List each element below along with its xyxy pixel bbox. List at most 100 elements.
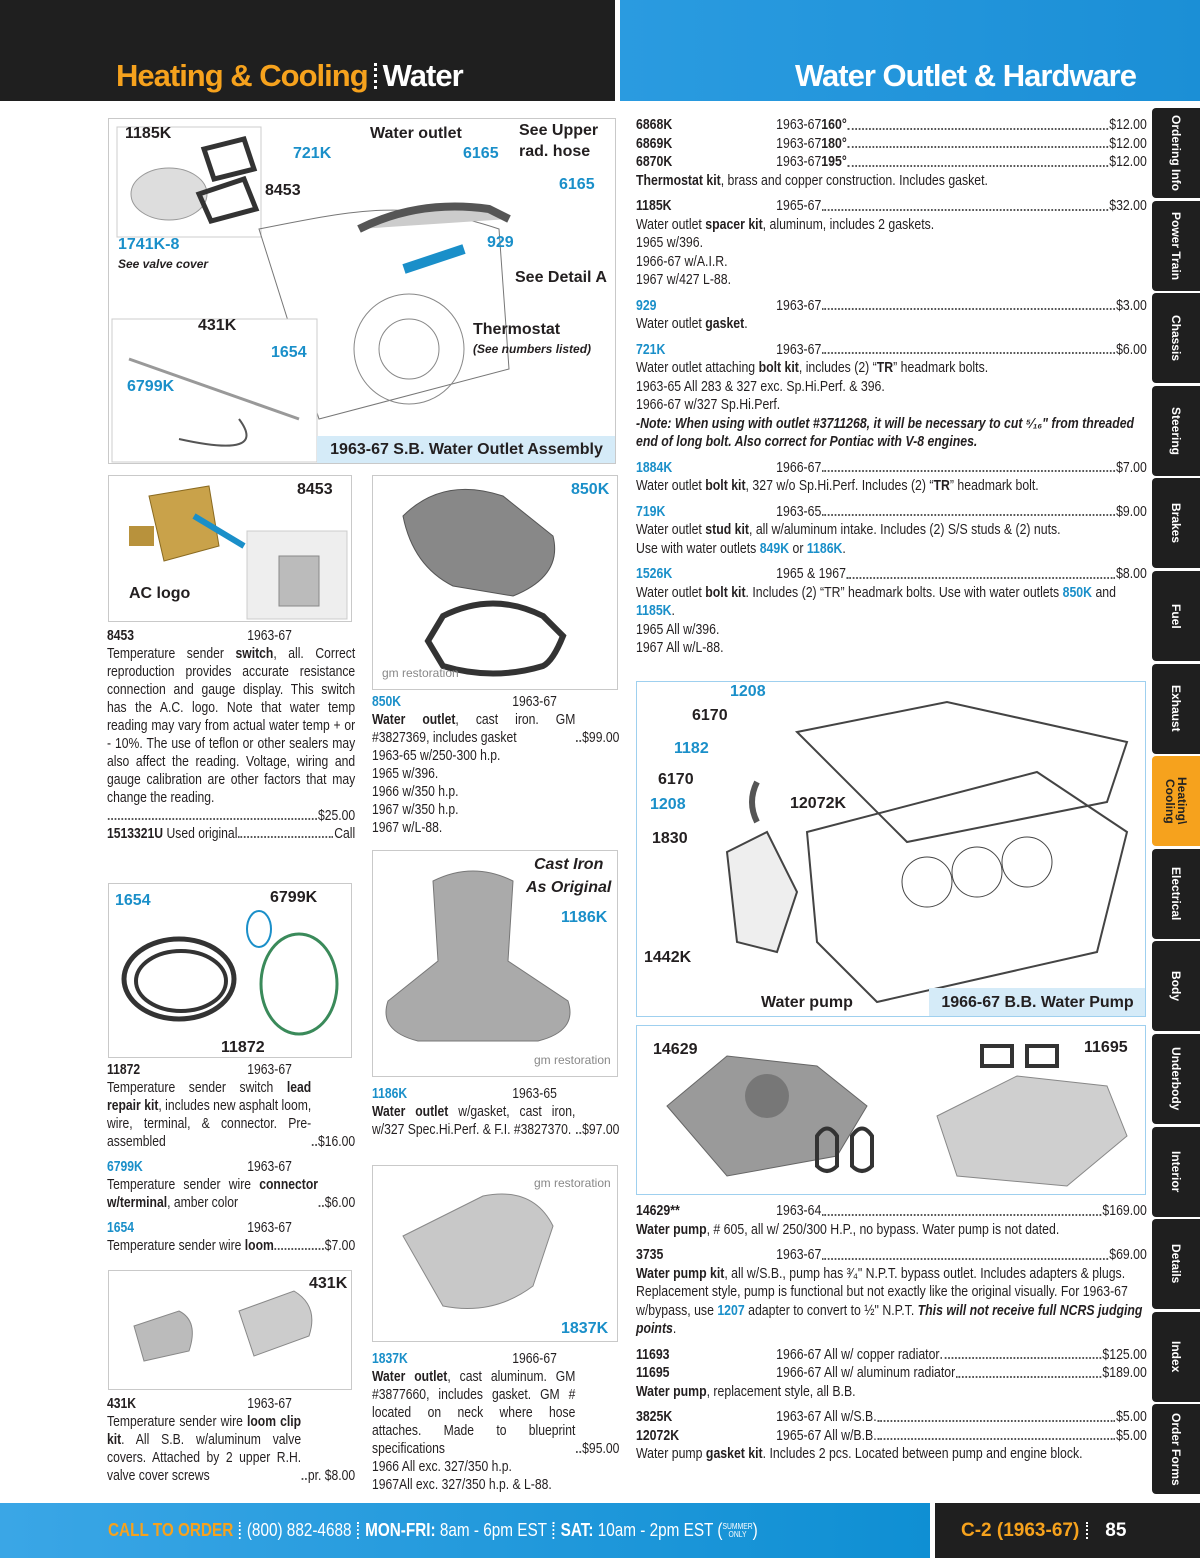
description-text: Water outlet, cast aluminum. GM #3877660…: [372, 1368, 575, 1458]
text-segment: .: [671, 603, 675, 619]
big-block-engine-diagram: [725, 700, 1129, 1004]
dot-leader: [107, 818, 318, 820]
callout-label: (See numbers listed): [473, 342, 592, 356]
text-segment: 1967 w/L-88.: [372, 820, 443, 836]
callout-label: See Detail A: [515, 269, 607, 286]
price-line: Temperature sender wire connector w/term…: [107, 1176, 355, 1212]
text-segment: 1966 All exc. 327/350 h.p.: [372, 1459, 512, 1475]
text-segment: Temperature sender wire: [107, 1238, 245, 1254]
description-line: 1967All exc. 327/350 h.p. & L-88.: [372, 1476, 619, 1494]
part-number: 719K: [636, 503, 666, 520]
sender-switch-figure: 8453 AC logo: [108, 475, 352, 622]
tab-index[interactable]: Index: [1152, 1311, 1200, 1402]
part-number: 11693: [636, 1346, 670, 1363]
description-line: Use with water outlets 849K or 1186K.: [636, 540, 1147, 559]
part-number: 431K: [107, 1396, 137, 1412]
tab-order-forms[interactable]: Order Forms: [1152, 1404, 1200, 1495]
text-segment: connector w/terminal: [107, 1177, 318, 1211]
text-segment: 1513321U: [107, 826, 164, 842]
callout-label: 1837K: [561, 1320, 609, 1337]
text-segment: Water outlet: [372, 712, 456, 728]
dot-leader: [822, 1257, 1109, 1260]
price: $3.00: [1116, 297, 1147, 314]
text-segment: TR: [876, 360, 894, 376]
tab-label: Fuel: [1169, 603, 1183, 629]
callout-label: 431K: [198, 317, 237, 334]
text-segment: 1966-67 w/A.I.R.: [636, 253, 728, 270]
callout-label: 929: [487, 234, 514, 251]
description-line: -Note: When using with outlet #3711268, …: [636, 415, 1147, 452]
tab-steering[interactable]: Steering: [1152, 385, 1200, 476]
tab-fuel[interactable]: Fuel: [1152, 570, 1200, 661]
tab-electrical[interactable]: Electrical: [1152, 848, 1200, 939]
price: $16.00: [318, 1134, 356, 1150]
text-segment: w/gasket, cast iron, w/327 Spec.Hi.Perf.…: [372, 1104, 576, 1138]
text-segment: Water outlet: [636, 316, 706, 332]
text-segment: TR: [933, 478, 950, 494]
description-text: Water outlet w/gasket, cast iron, w/327 …: [372, 1103, 575, 1139]
tab-details[interactable]: Details: [1152, 1219, 1200, 1310]
tab-chassis[interactable]: Chassis: [1152, 293, 1200, 384]
text-segment: bolt kit: [705, 478, 746, 494]
brand-watermark: gm restoration: [534, 1176, 611, 1190]
tab-label: Interior: [1169, 1150, 1183, 1193]
description-line: Water outlet gasket.: [636, 315, 1147, 334]
price-line: Temperature sender wire loom clip kit. A…: [107, 1413, 355, 1485]
text-segment: , # 605, all w/ 250/300 H.P., no bypass.…: [706, 1221, 1060, 1238]
footer-page-info: C-2 (1963-67) 85: [935, 1503, 1200, 1558]
price: $12.00: [1109, 135, 1147, 152]
tab-underbody[interactable]: Underbody: [1152, 1033, 1200, 1124]
dot-leader: [576, 1132, 582, 1134]
callout-label: 1208: [730, 683, 766, 700]
text-segment: 1965 All w/396.: [636, 621, 720, 638]
price: $7.00: [324, 1238, 356, 1254]
tab-power-train[interactable]: Power Train: [1152, 200, 1200, 291]
price: $99.00: [582, 730, 620, 746]
tab-label: Body: [1169, 971, 1183, 1002]
saturday-label: SAT:: [560, 1520, 594, 1540]
outlet-850k-figure: 850K gm restoration: [372, 475, 618, 690]
price-line: $25.00: [107, 807, 355, 825]
callout-label: 1442K: [644, 949, 692, 966]
tab-interior[interactable]: Interior: [1152, 1126, 1200, 1217]
tab-brakes[interactable]: Brakes: [1152, 478, 1200, 569]
dot-leader: [822, 208, 1109, 211]
callout-label: As Original: [526, 879, 612, 896]
description-line: 1967 All w/L-88.: [636, 639, 1147, 658]
part-reference: 849K: [759, 540, 790, 557]
tab-label: Heating\ Cooling: [1163, 777, 1189, 825]
phone-number[interactable]: (800) 882-4688: [246, 1520, 352, 1540]
callout-label: 850K: [571, 481, 610, 498]
tab-label: Index: [1169, 1341, 1183, 1373]
weekday-hours: 8am - 6pm EST: [439, 1520, 548, 1540]
dot-leader: [822, 470, 1116, 472]
tab-exhaust[interactable]: Exhaust: [1152, 663, 1200, 754]
price: $5.00: [1116, 1427, 1147, 1444]
text-segment: ” headmark bolt.: [949, 478, 1039, 494]
price: $12.00: [1109, 117, 1147, 133]
page-title: Water Outlet & Hardware: [794, 58, 1137, 93]
header-right: Water Outlet & Hardware: [620, 0, 1200, 101]
cast-iron-outlet-photo: [402, 488, 567, 677]
dot-leader: [877, 1419, 1116, 1422]
years: 1966-67: [512, 1351, 557, 1367]
tab-heating-cooling[interactable]: Heating\ Cooling: [1152, 756, 1200, 847]
tab-body[interactable]: Body: [1152, 941, 1200, 1032]
callout-label: 1654: [115, 892, 151, 909]
text-segment: , 327 w/o Sp.Hi.Perf. Includes (2) “: [745, 478, 934, 494]
tab-ordering-info[interactable]: Ordering Info: [1152, 108, 1200, 198]
callout-label: 1208: [650, 796, 686, 813]
saturday-hours: 10am - 2pm EST (: [597, 1520, 723, 1540]
part-number: 3735: [636, 1247, 664, 1263]
text-segment: .: [672, 1321, 677, 1337]
years: 1963-67: [776, 341, 822, 358]
years: 1963-67: [776, 154, 822, 170]
aluminum-outlet-photo: [402, 1193, 554, 1309]
callout-label: 1182: [674, 740, 709, 757]
